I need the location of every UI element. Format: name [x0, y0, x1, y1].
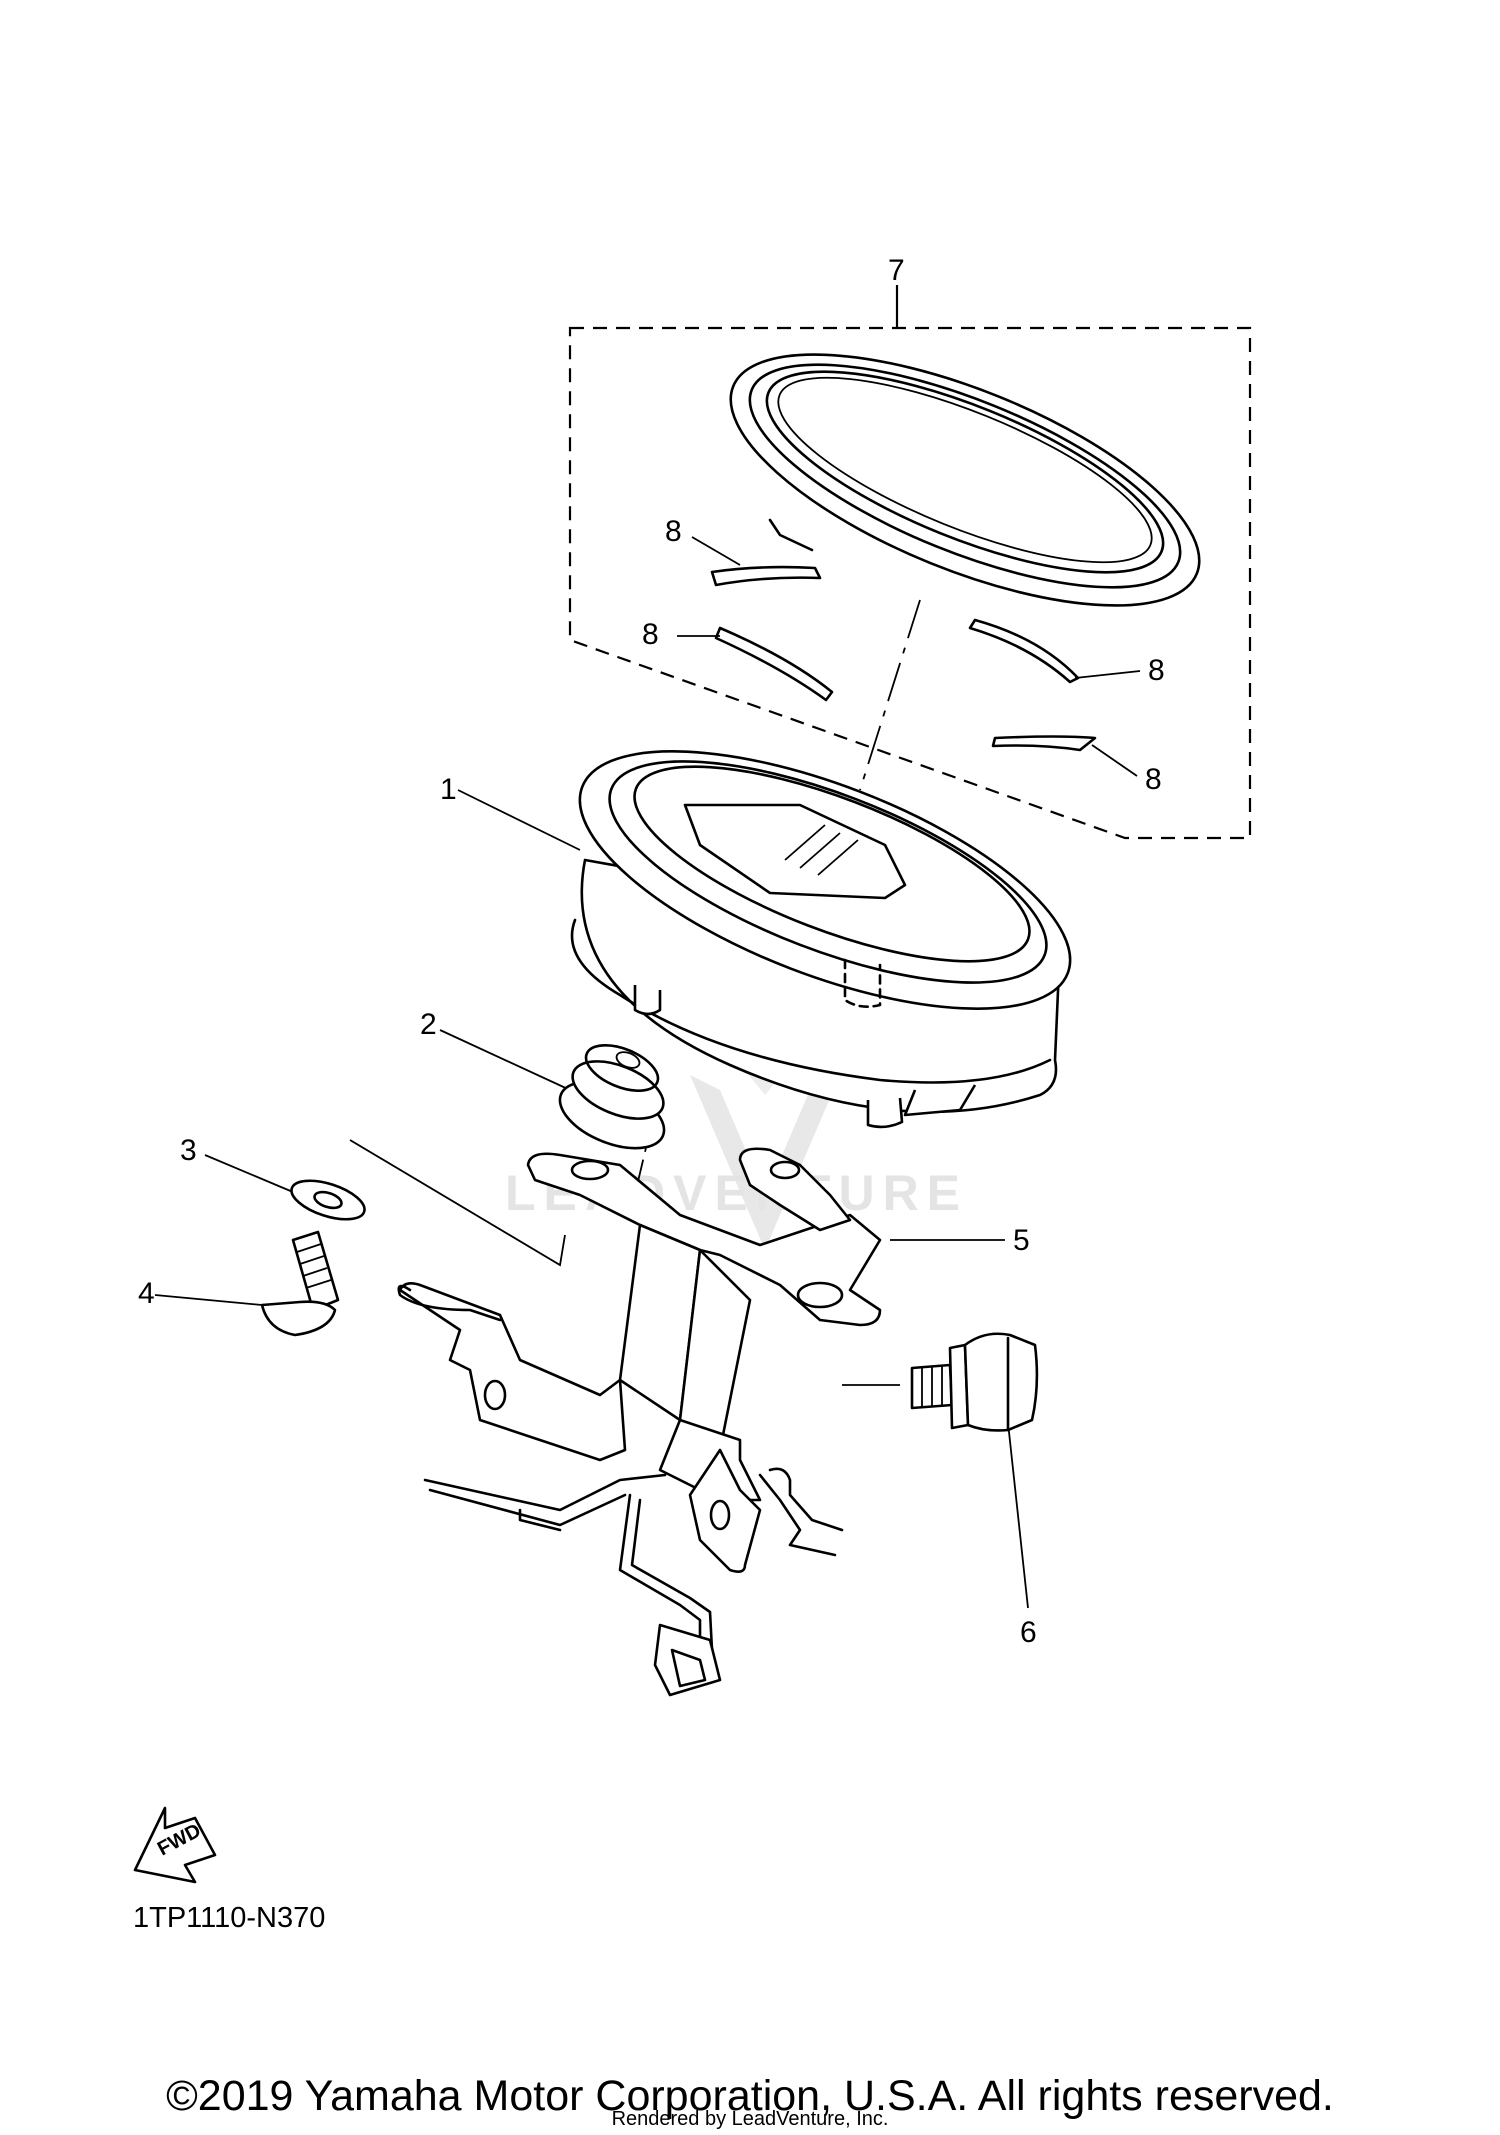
callout-3: 3: [180, 1134, 197, 1167]
callout-7: 7: [888, 254, 905, 287]
assembly-box-7: [568, 326, 1252, 840]
leader-lines: [154, 536, 1141, 1609]
callout-5: 5: [1013, 1224, 1030, 1257]
fwd-arrow-icon: FWD: [133, 1806, 217, 1884]
callout-2: 2: [420, 1008, 437, 1041]
callout-8-left: 8: [642, 618, 659, 651]
callout-8-right: 8: [1148, 654, 1165, 687]
screw: [260, 1230, 340, 1337]
callout-6: 6: [1020, 1616, 1037, 1649]
meter-bezel-ring: [729, 353, 1201, 607]
meter-lens-pieces: [710, 565, 1097, 752]
callout-4: 4: [138, 1277, 155, 1310]
rendered-by-notice: Rendered by LeadVenture, Inc.: [611, 2108, 889, 2130]
washer: [290, 1179, 366, 1221]
callout-1: 1: [440, 773, 457, 806]
callout-numbers: 1 2 3 4 5 6 7 8 8 8 8: [138, 254, 1165, 1649]
copyright-notice: ©2019 Yamaha Motor Corporation, U.S.A. A…: [166, 2072, 1334, 2120]
callout-8-lower-right: 8: [1145, 763, 1162, 796]
callout-8-upper-left: 8: [665, 515, 682, 548]
meter-assembly: [570, 750, 1072, 1129]
meter-bracket: [397, 1147, 882, 1697]
grommet: [558, 1044, 666, 1150]
flange-bolt: [910, 1332, 1039, 1432]
diagram-code: 1TP1110-N370: [133, 1902, 326, 1934]
